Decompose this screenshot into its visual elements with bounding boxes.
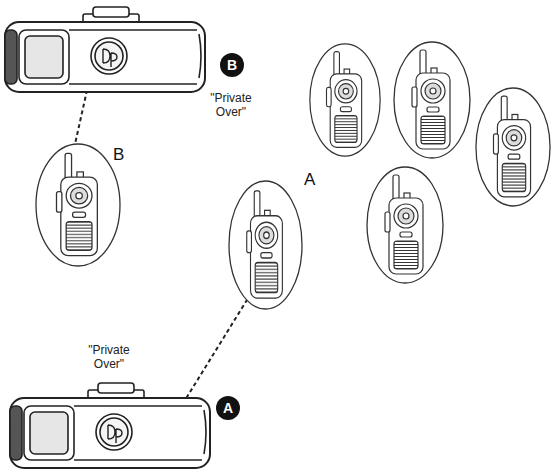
walkie-figure-frame xyxy=(57,153,98,255)
walkie-art xyxy=(35,143,121,267)
base-unit: "Private Over" xyxy=(3,22,208,90)
walkie-talkie xyxy=(394,42,470,158)
walkie-figure xyxy=(412,50,450,149)
walkie-figure-frame xyxy=(247,191,283,298)
callout-letter: B xyxy=(227,58,237,72)
walkie-figure xyxy=(57,153,98,255)
voice-prompt: "Private Over" xyxy=(78,344,140,372)
voice-prompt: "Private Over" xyxy=(200,92,262,120)
base-unit-figure xyxy=(10,383,210,468)
unit-label: A xyxy=(304,170,315,190)
walkie-figure xyxy=(327,52,362,148)
walkie-talkie xyxy=(310,44,380,156)
base-unit: "Private Over" xyxy=(8,398,213,466)
walkie-figure xyxy=(385,175,423,274)
walkie-outline xyxy=(394,42,470,158)
callout-badge: B xyxy=(220,53,244,77)
walkie-outline xyxy=(367,167,443,283)
link-line xyxy=(186,300,246,398)
walkie-art xyxy=(228,180,303,310)
base-unit-art xyxy=(3,4,208,94)
walkie-figure xyxy=(494,96,531,197)
callout-letter: A xyxy=(223,401,233,415)
walkie-talkie xyxy=(476,88,550,206)
walkie-outline xyxy=(310,44,380,156)
walkie-talkie xyxy=(367,167,443,283)
base-unit-figure xyxy=(5,7,205,92)
walkie-outline xyxy=(229,181,302,309)
callout-badge: A xyxy=(216,396,240,420)
walkie-outline xyxy=(476,88,550,206)
walkie-talkie-node: B xyxy=(35,143,121,267)
walkie-outline xyxy=(36,144,120,266)
unit-label: B xyxy=(113,145,124,165)
base-unit-art xyxy=(8,380,213,470)
walkie-figure xyxy=(247,191,283,298)
link-line xyxy=(75,90,87,144)
walkie-talkie-node: A xyxy=(228,180,303,310)
